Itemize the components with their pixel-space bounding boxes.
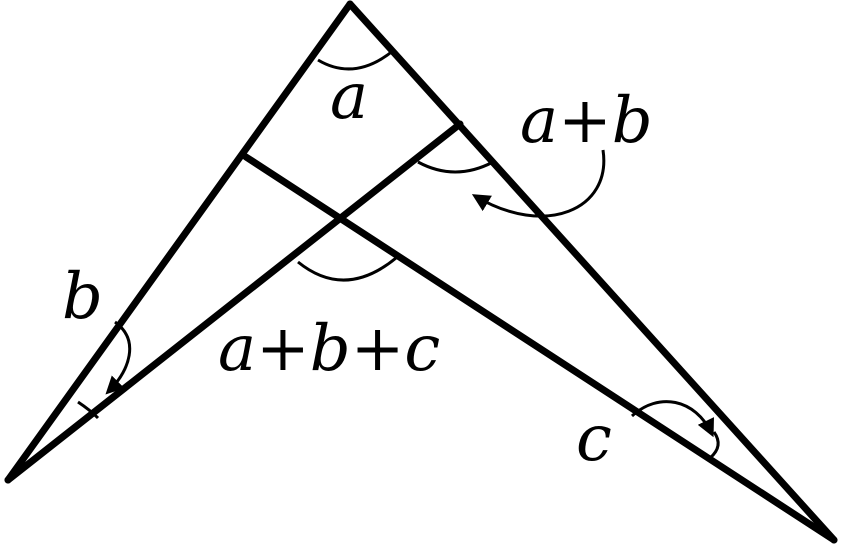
angle-arc-a-plus-b [417, 160, 494, 174]
label-a-plus-b: a+b [520, 84, 653, 158]
arrow-to-c [630, 400, 714, 438]
edge-apex-to-right [346, 0, 838, 544]
label-b: b [62, 260, 103, 334]
angle-arc-b [77, 400, 100, 420]
label-a: a [330, 60, 368, 134]
arrow-to-b [105, 320, 132, 395]
angle-arc-a-plus-b-plus-c [297, 256, 397, 282]
line-bottomleft-to-upperright [4, 120, 464, 484]
edge-apex-to-left [4, 0, 354, 484]
label-c: c [576, 402, 612, 476]
line-left-to-right [242, 153, 838, 544]
arrow-to-a-plus-b [471, 149, 606, 218]
angle-arc-c [708, 431, 720, 460]
angle-arc-a [317, 48, 395, 71]
label-a-plus-b-plus-c: a+b+c [218, 312, 440, 386]
